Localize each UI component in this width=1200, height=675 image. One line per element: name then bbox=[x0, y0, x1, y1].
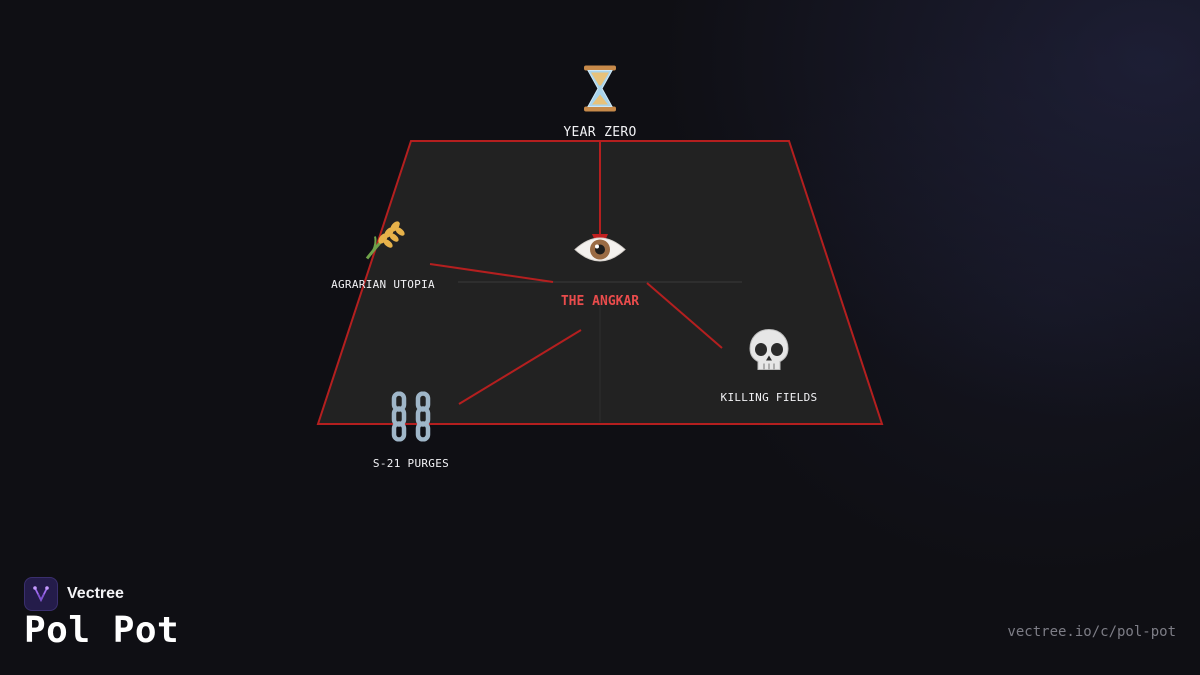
connector-agrarian-utopia bbox=[429, 263, 554, 283]
eye-icon bbox=[573, 233, 627, 270]
connector-s21-purges bbox=[458, 329, 582, 405]
brand-name: Vectree bbox=[67, 585, 124, 602]
vectree-logo-icon bbox=[24, 577, 58, 611]
node-label-center: THE ANGKAR bbox=[560, 294, 640, 309]
skull-icon bbox=[747, 328, 791, 377]
node-label-agrarian-utopia: AGRARIAN UTOPIA bbox=[331, 278, 435, 291]
node-label-killing-fields: KILLING FIELDS bbox=[720, 391, 818, 404]
connector-killing-fields bbox=[646, 282, 723, 349]
node-label-year-zero: YEAR ZERO bbox=[563, 125, 637, 140]
page-url-link[interactable]: vectree.io/c/pol-pot bbox=[1007, 624, 1176, 640]
wheat-icon bbox=[359, 215, 407, 266]
brand[interactable]: Vectree bbox=[24, 577, 124, 611]
chains-icon bbox=[387, 391, 435, 445]
node-label-s21-purges: S-21 PURGES bbox=[372, 457, 450, 470]
page-title: Pol Pot bbox=[24, 610, 180, 651]
hourglass-icon bbox=[578, 64, 622, 117]
